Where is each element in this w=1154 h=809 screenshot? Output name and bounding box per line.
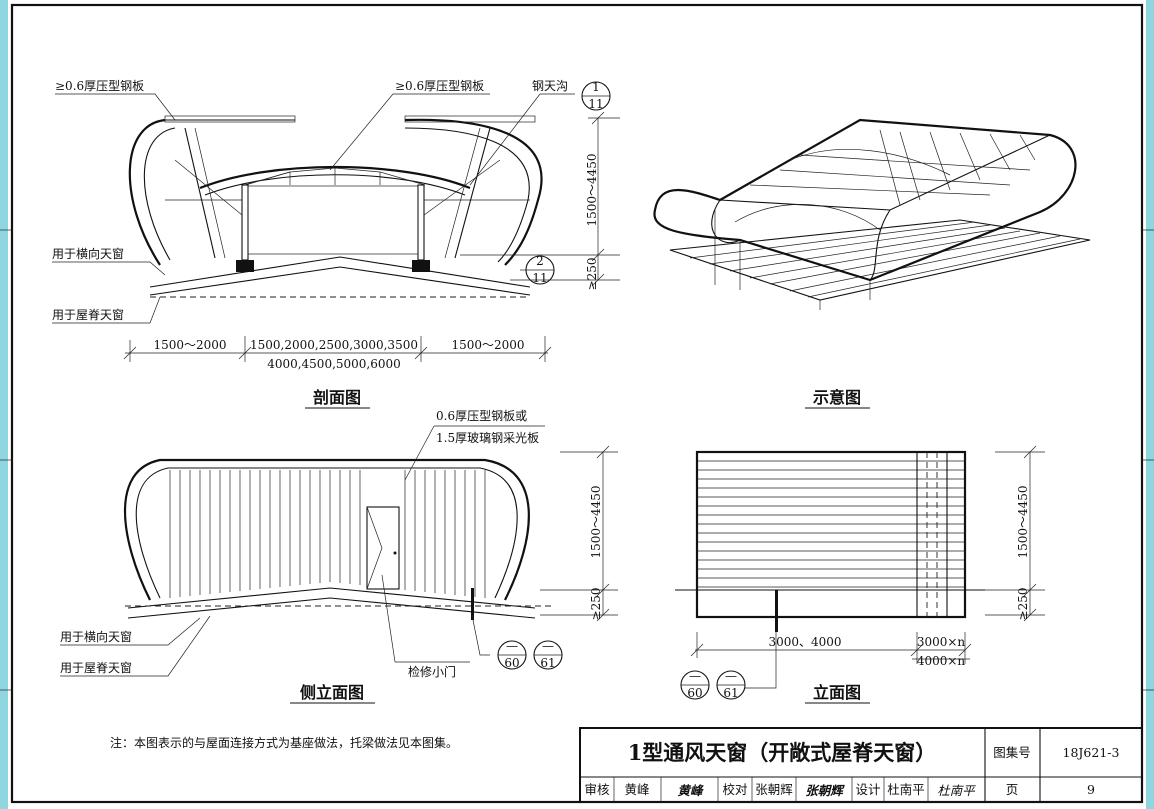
design-label: 设计 xyxy=(855,782,880,797)
page-label: 页 xyxy=(1006,782,1019,797)
reviewer-name: 黄峰 xyxy=(624,782,650,797)
side-label-door: 检修小门 xyxy=(408,664,456,679)
front-ref-b-sheet: 61 xyxy=(723,686,738,700)
side-ref-b-num: — xyxy=(542,639,554,653)
section-dim-mid-1: 1500,2000,2500,3000,3500 xyxy=(250,338,418,352)
side-dim-base: ≥250 xyxy=(589,588,603,621)
review-label: 审核 xyxy=(584,782,610,797)
section-dim-height: 1500～4450 xyxy=(585,153,599,226)
checker-name: 张朝辉 xyxy=(755,782,793,797)
title-block xyxy=(579,727,1143,803)
atlas-number: 18J621-3 xyxy=(1063,745,1120,760)
section-view xyxy=(52,81,620,409)
schematic-title: 示意图 xyxy=(813,388,861,407)
front-ref-b-num: — xyxy=(725,669,737,683)
access-door xyxy=(366,506,400,590)
sheet-title: 1型通风天窗（开敞式屋脊天窗） xyxy=(628,740,937,765)
left-margin-band xyxy=(0,0,10,809)
drawing-note: 注：本图表示的与屋面连接方式为基座做法，托梁做法见本图集。 xyxy=(110,735,458,750)
side-label-panel-2: 1.5厚玻璃钢采光板 xyxy=(436,431,539,445)
front-dim-module-bottom: 4000×n xyxy=(917,654,966,668)
section-detail-top-num: 1 xyxy=(592,80,600,94)
section-dim-right: 1500～2000 xyxy=(451,338,524,352)
front-dim-height: 1500～4450 xyxy=(1016,485,1030,558)
front-ref-a-num: — xyxy=(689,669,701,683)
reviewer-signature: 黄峰 xyxy=(677,783,704,798)
check-label: 校对 xyxy=(722,782,747,797)
schematic-view xyxy=(653,118,1091,409)
section-label-steel-sheet-mid: ≥0.6厚压型钢板 xyxy=(395,79,484,93)
section-label-ridge: 用于屋脊天窗 xyxy=(52,308,124,322)
side-ref-a-sheet: 60 xyxy=(504,656,519,670)
section-title: 剖面图 xyxy=(313,388,361,407)
designer-signature: 杜南平 xyxy=(937,783,976,798)
atlas-label: 图集号 xyxy=(993,745,1031,760)
section-dim-mid-2: 4000,4500,5000,6000 xyxy=(267,357,401,371)
front-dim-module-top: 3000×n xyxy=(917,635,966,649)
side-label-panel-1: 0.6厚压型钢板或 xyxy=(436,409,527,423)
checker-signature: 张朝辉 xyxy=(805,783,845,798)
designer-name: 杜南平 xyxy=(887,782,925,797)
side-label-ridge: 用于屋脊天窗 xyxy=(60,661,132,675)
section-label-steel-sheet-left: ≥0.6厚压型钢板 xyxy=(55,79,144,93)
front-dim-width: 3000、4000 xyxy=(768,635,841,649)
side-ref-a-num: — xyxy=(506,639,518,653)
front-dim-base: ≥250 xyxy=(1016,588,1030,621)
section-label-transverse: 用于横向天窗 xyxy=(52,246,124,261)
right-margin-band xyxy=(1144,0,1154,809)
section-detail-top-sheet: 11 xyxy=(588,97,603,111)
front-elevation-view xyxy=(675,445,1045,704)
front-ref-a-sheet: 60 xyxy=(687,686,702,700)
section-label-gutter: 钢天沟 xyxy=(532,79,568,93)
sheet-border xyxy=(10,3,1144,804)
section-detail-bottom-sheet: 11 xyxy=(532,271,547,285)
page-number: 9 xyxy=(1087,782,1095,797)
side-ref-b-sheet: 61 xyxy=(540,656,555,670)
section-dim-left: 1500～2000 xyxy=(153,338,226,352)
side-elevation-view xyxy=(60,425,618,704)
side-label-transverse: 用于横向天窗 xyxy=(60,629,132,644)
side-title: 侧立面图 xyxy=(300,683,364,702)
section-dim-base: ≥250 xyxy=(585,258,599,291)
section-detail-bottom-num: 2 xyxy=(536,254,544,268)
front-title: 立面图 xyxy=(813,683,861,702)
side-dim-height: 1500～4450 xyxy=(589,485,603,558)
